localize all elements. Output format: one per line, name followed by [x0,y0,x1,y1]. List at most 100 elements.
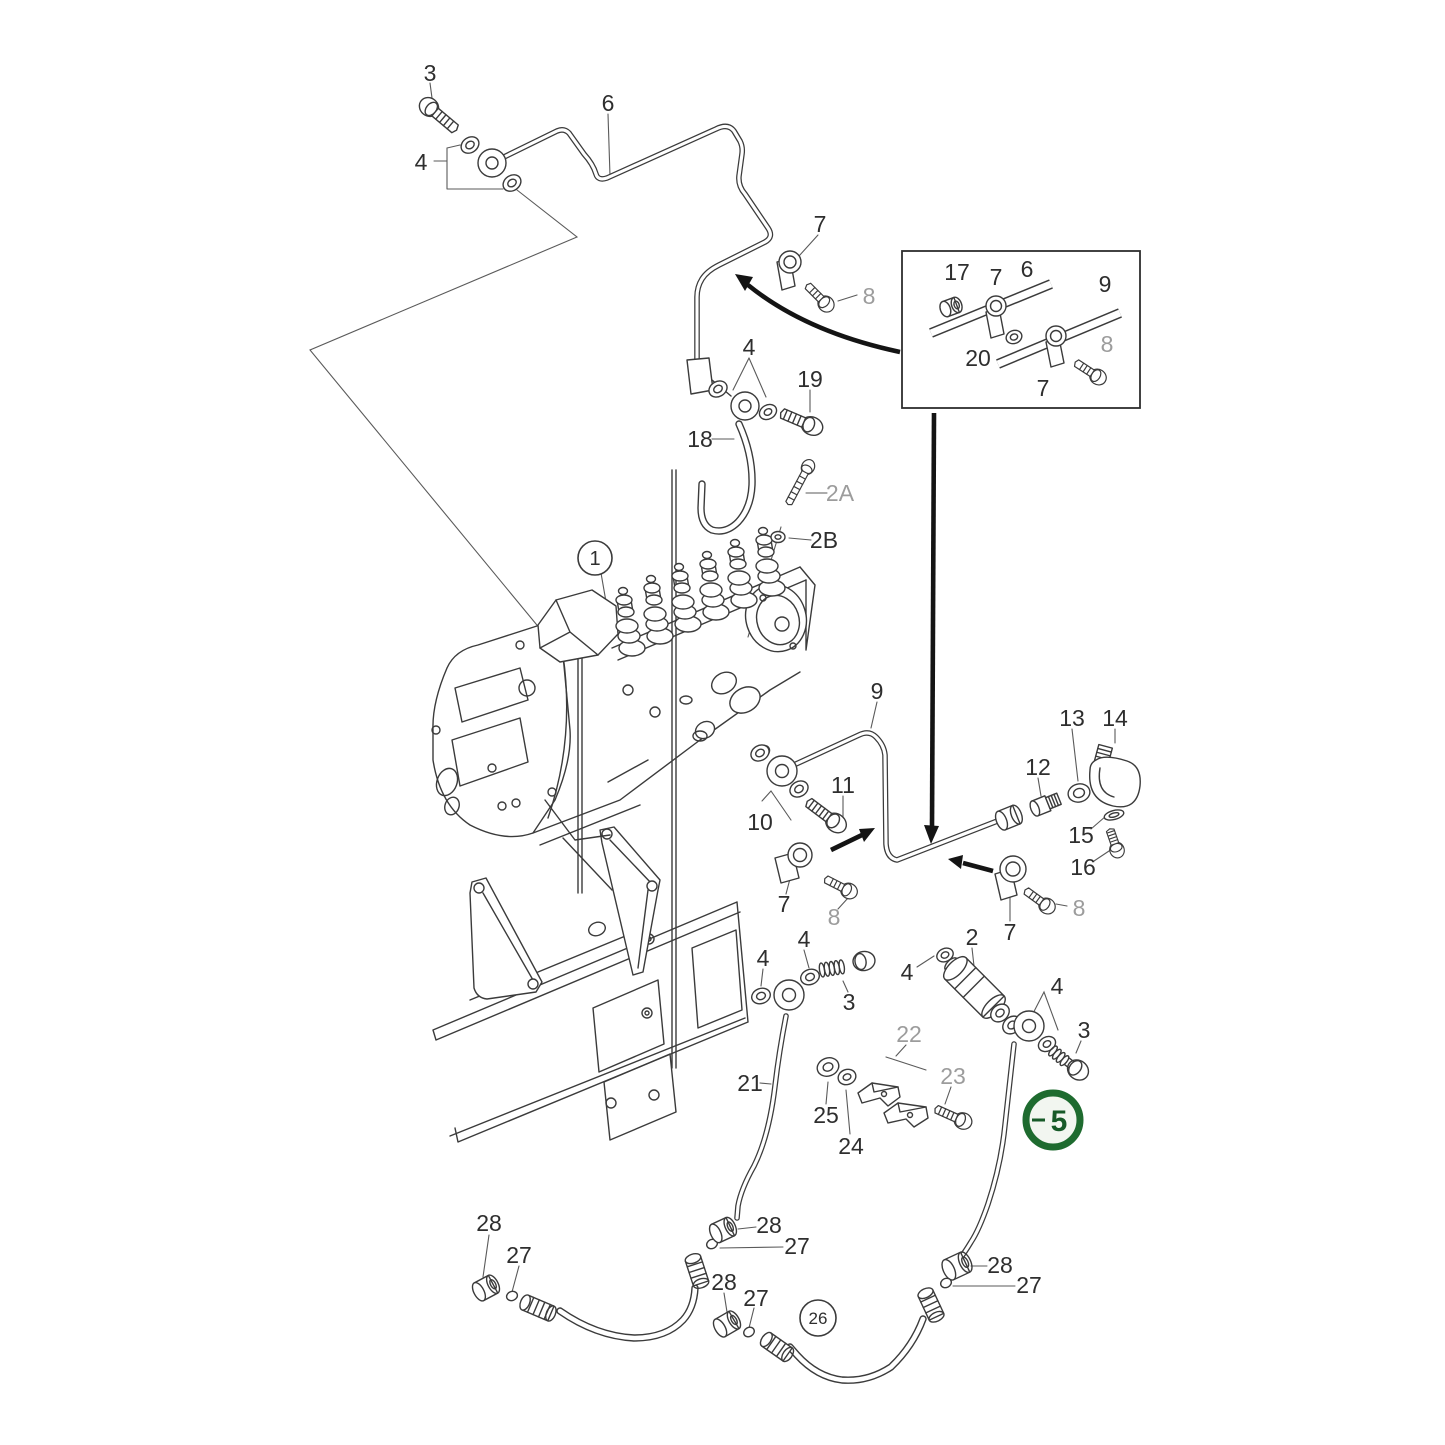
part-label-27: 27 [1016,1272,1042,1298]
elbow-fitting-pipe6 [686,357,778,421]
part-label-22: 22 [896,1021,922,1047]
banjo-pipe5 [1013,1010,1045,1042]
bolt-11 [805,797,848,834]
inset-detail-box [901,250,1141,409]
washer-27-bottom-left [505,1290,519,1302]
leader-lines [309,82,1116,1329]
injection-pump-drawing [431,526,816,846]
part-label-6: 6 [602,90,615,116]
part-label-28: 28 [987,1252,1013,1278]
svg-text:5: 5 [1051,1105,1068,1138]
pipe-6 [501,123,774,363]
part-label-3: 3 [424,60,437,86]
part-label-7: 7 [990,264,1003,290]
nut-28-mid [708,1216,738,1244]
banjo-10-group [750,744,809,798]
engine-bracket-panel [432,469,749,1143]
part-label-27: 27 [784,1233,810,1259]
callout-circle-1[interactable]: 1 [577,540,613,576]
part-label-9: 9 [871,678,884,704]
washer-24 [837,1068,857,1086]
clamp-7-top [776,250,802,291]
nut-28-right [941,1251,973,1281]
washer-13 [1067,783,1091,803]
part-label-12: 12 [1025,754,1051,780]
part-label-9: 9 [1099,271,1112,297]
part-label-11: 11 [831,772,855,798]
callout-circle-26[interactable]: 26 [799,1299,837,1337]
screw-8-inset [1073,359,1107,386]
clamp-7-left [774,842,813,884]
clip-22-upper [857,1082,901,1107]
part-label-7: 7 [1004,919,1017,945]
reference-arrows [735,274,994,874]
pipe-21 [734,1013,789,1221]
highlighted-part-callout-5[interactable]: 5 [1022,1089,1084,1151]
part-label-24: 24 [838,1133,864,1159]
hose-18 [697,420,756,535]
part-label-7: 7 [814,211,827,237]
clip-22-lower [883,1102,929,1128]
part-label-2A: 2A [826,480,855,506]
part-label-20: 20 [965,345,991,371]
part-label-27: 27 [506,1242,532,1268]
part-label-18: 18 [687,426,713,452]
part-label-7: 7 [1037,375,1050,401]
cap-17 [939,296,963,318]
part-label-6: 6 [1021,256,1034,282]
nut-28-low [712,1310,742,1338]
union-left-upper [684,1252,710,1290]
fitting-12 [1029,792,1062,817]
fitting-12-on-pipe [994,804,1024,831]
pipe-9 [793,730,1003,863]
fuel-hose-left [556,1284,699,1342]
bolt-3-top-left [418,96,459,134]
washer-20 [1005,329,1023,345]
part-label-7: 7 [778,891,791,917]
part-label-8: 8 [863,283,876,309]
part-label-25: 25 [813,1102,839,1128]
part-label-28: 28 [711,1269,737,1295]
part-label-2: 2 [966,924,979,950]
clamp-7-inset-a [985,295,1007,339]
part-label-27: 27 [743,1285,769,1311]
clamp-7-right [994,855,1027,901]
part-label-4: 4 [415,149,428,175]
clamp-7-inset-b [1045,325,1067,368]
screw-8-top [804,282,835,313]
part-label-4: 4 [1051,973,1064,999]
delivery-valve-stacks [615,526,786,657]
pipe-5-highlighted-part [958,1041,1017,1260]
part-label-8: 8 [1073,895,1086,921]
part-label-3: 3 [843,989,856,1015]
part-label-13: 13 [1059,705,1085,731]
part-label-4: 4 [743,334,756,360]
part-label-23: 23 [940,1063,966,1089]
svg-text:26: 26 [809,1309,828,1328]
bolt-3-pipe5 [1063,1057,1090,1081]
screw-23 [934,1104,973,1130]
washers-4-top-left [460,136,522,192]
part-label-2B: 2B [810,527,838,553]
part-label-28: 28 [756,1212,782,1238]
union-bottom-left [519,1294,557,1322]
union-right [917,1287,945,1323]
coil-thread-pipe5 [1047,1045,1070,1067]
part-label-21: 21 [737,1070,763,1096]
banjo-pipe21-group [751,950,876,1011]
bolt-19 [779,408,824,437]
grommet-25 [816,1057,840,1077]
part-label-8: 8 [1101,331,1114,357]
part-label-4: 4 [798,926,811,952]
banjo-bolt-16 [1105,828,1125,859]
bolt-2A [785,459,816,506]
banjo-union [477,148,507,178]
part-label-10: 10 [747,809,773,835]
washer-27-right [939,1277,953,1289]
part-label-8: 8 [828,904,841,930]
part-label-17: 17 [944,259,970,285]
washer-27-low [743,1326,755,1338]
